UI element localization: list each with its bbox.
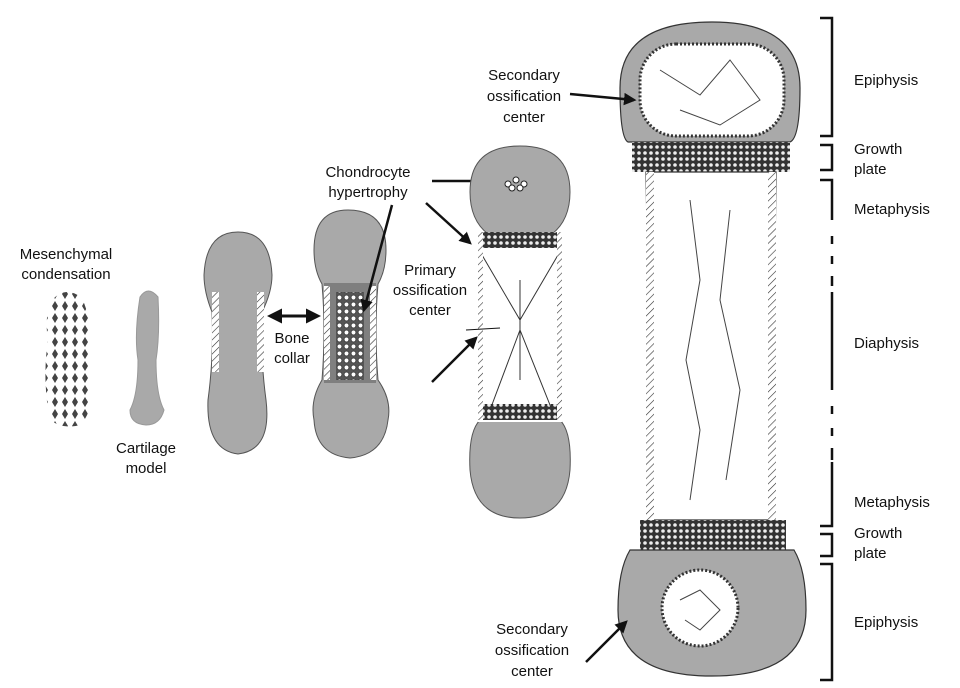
primary-arrow [432,338,476,382]
zone-growth-plate-top-1: Growth [854,141,902,158]
cartilage-model [130,291,164,425]
secondary-top-line1: Secondary [488,67,560,84]
primary-ossification-stage [470,146,571,518]
chondrocyte-label-line2: hypertrophy [328,184,408,201]
mature-bone [618,22,806,676]
zone-growth-plate-bottom-2: plate [854,545,887,562]
chondrocyte-arrow-to-plate [426,203,470,243]
secondary-bottom-arrow [586,622,626,662]
mesenchymal-condensation [45,292,91,427]
mesenchymal-label-line2: condensation [21,266,110,283]
primary-label-line1: Primary [404,262,456,279]
zone-growth-plate-bottom-1: Growth [854,525,902,542]
zone-epiphysis-top: Epiphysis [854,72,918,89]
secondary-top-line2: ossification [487,88,561,105]
bone-collar-label-line1: Bone [274,330,309,347]
chondrocyte-label-line1: Chondrocyte [325,164,410,181]
hypertrophy-stage [313,210,389,458]
zone-diaphysis: Diaphysis [854,335,919,352]
zone-metaphysis-top: Metaphysis [854,201,930,218]
bone-collar-label-line2: collar [274,350,310,367]
zone-growth-plate-top-2: plate [854,161,887,178]
secondary-bottom-line1: Secondary [496,621,568,638]
zone-brackets [820,18,832,680]
secondary-bottom-line3: center [511,663,553,680]
cartilage-label-line1: Cartilage [116,440,176,457]
zone-metaphysis-bottom: Metaphysis [854,494,930,511]
primary-label-line2: ossification [393,282,467,299]
secondary-bottom-line2: ossification [495,642,569,659]
primary-label-line3: center [409,302,451,319]
cartilage-label-line2: model [126,460,167,477]
bone-collar-stage [204,232,272,454]
mesenchymal-label-line1: Mesenchymal [20,246,113,263]
zone-epiphysis-bottom: Epiphysis [854,614,918,631]
secondary-top-line3: center [503,109,545,126]
